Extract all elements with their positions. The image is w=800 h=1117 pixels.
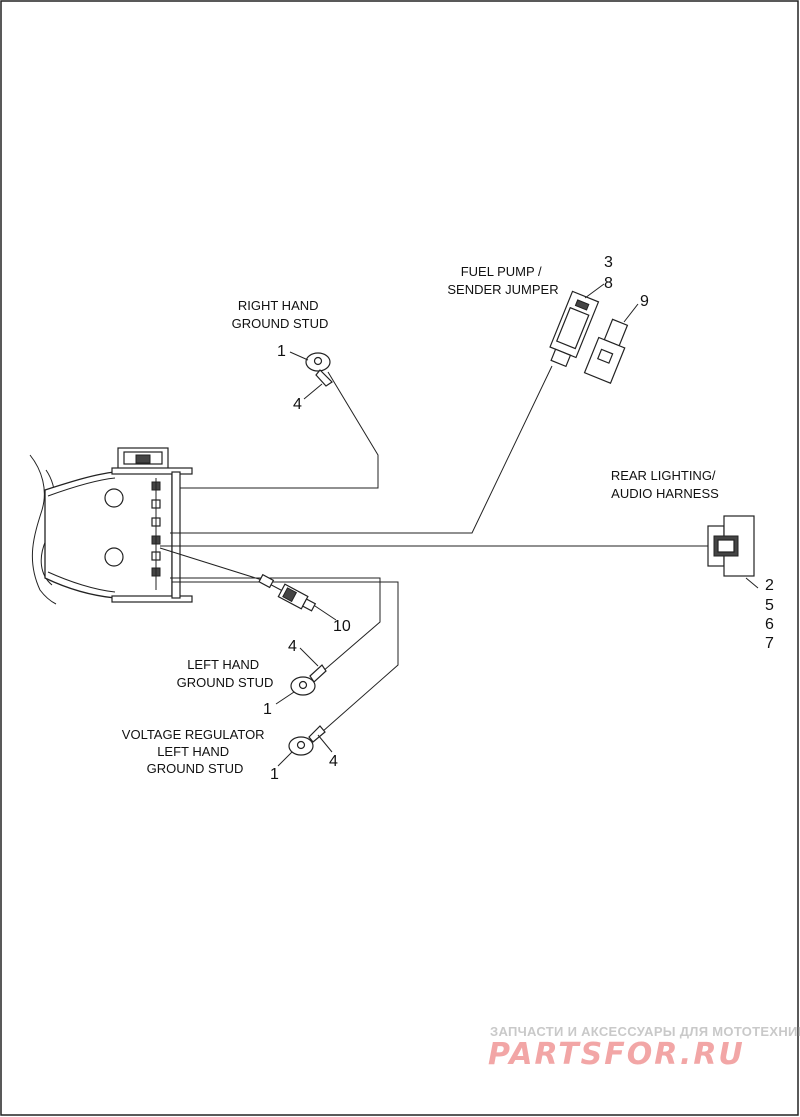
lh-ground-terminal (275, 647, 327, 705)
wire-fuel-jumper (170, 365, 553, 534)
rear-lighting-connector (707, 515, 759, 589)
watermark-tagline: ЗАПЧАСТИ И АКСЕССУАРЫ ДЛЯ МОТОТЕХНИКИ (490, 1024, 800, 1039)
item-fuel-top: 3 (604, 254, 613, 271)
fuel-pump-connector (549, 283, 605, 368)
item-vr-terminal: 4 (329, 753, 338, 770)
item-rear-list: 2 5 6 7 (765, 577, 778, 652)
callout-rh-ground: RIGHT HAND GROUND STUD (232, 298, 329, 331)
callout-fuel-jumper: FUEL PUMP / SENDER JUMPER (447, 264, 558, 297)
wire-rh-ground (180, 371, 379, 489)
harness-clips (151, 478, 161, 590)
item-lh-ring: 1 (263, 701, 272, 718)
watermark-brand: PARTSFOR.RU (488, 1037, 745, 1072)
fuel-pump-clip (583, 303, 639, 384)
callout-voltage-regulator: VOLTAGE REGULATOR LEFT HAND GROUND STUD (122, 727, 268, 776)
callout-rear-lighting: REAR LIGHTING/ AUDIO HARNESS (611, 468, 719, 501)
vr-ground-terminal (277, 725, 333, 767)
item-lh-terminal: 4 (288, 638, 297, 655)
frame-hole-lower (104, 547, 124, 567)
item-rh-terminal: 4 (293, 396, 302, 413)
chassis-frame (29, 447, 193, 605)
rh-ground-terminal (289, 351, 333, 400)
frame-hole-upper (104, 488, 124, 508)
item-fuel-bottom: 8 (604, 275, 613, 292)
callout-lh-ground: LEFT HAND GROUND STUD (177, 657, 274, 690)
wire-lh-ground (170, 577, 381, 673)
item-rh-ring: 1 (277, 343, 286, 360)
item-vr-ring: 1 (270, 766, 279, 783)
item-fuel-clip: 9 (640, 293, 649, 310)
inline-fuse-holder (258, 573, 317, 612)
item-inline-fuse: 10 (333, 618, 351, 635)
wire-vr-ground (172, 581, 399, 733)
wire-runs (159, 365, 712, 733)
